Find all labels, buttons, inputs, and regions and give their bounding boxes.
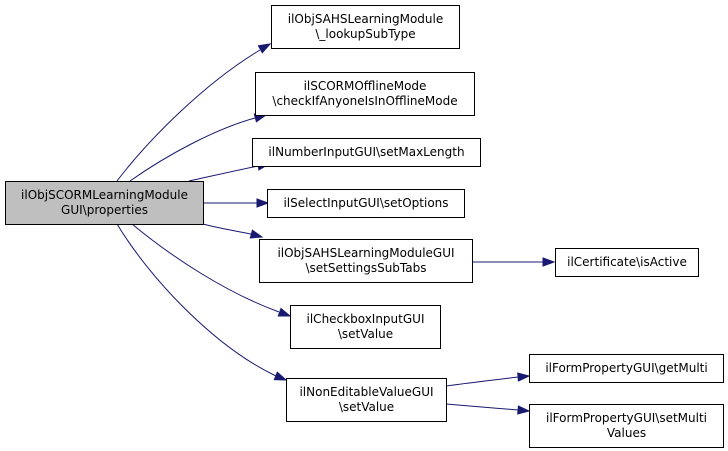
node-sahs_lookup[interactable]: ilObjSAHSLearningModule\_lookupSubType [271, 5, 460, 49]
edge-sahs_gui-to-certificate [472, 257, 556, 267]
edge-line [116, 223, 277, 377]
node-label-line: ilCertificate\isActive [567, 255, 687, 269]
node-box [271, 5, 460, 49]
edge-line [188, 165, 259, 182]
edge-line [445, 403, 519, 411]
node-box [259, 239, 473, 283]
node-label-line: Values [607, 426, 646, 440]
arrowhead-icon [517, 405, 531, 415]
node-label-line: \checkIfAnyoneIsInOfflineMode [272, 94, 457, 108]
node-label-line: \setSettingsSubTabs [305, 261, 426, 275]
edge-line [131, 223, 280, 313]
arrowhead-icon [517, 372, 531, 382]
edge-line [202, 223, 252, 235]
node-label-line: ilCheckboxInputGUI [307, 312, 425, 326]
node-box [529, 404, 724, 448]
arrowhead-icon [256, 198, 270, 208]
edge-root-to-sahs_gui [202, 223, 264, 239]
node-label-line: ilObjSAHSLearningModuleGUI [277, 246, 454, 260]
node-label-line: ilSCORMOfflineMode [304, 79, 427, 93]
node-label-line: ilFormPropertyGUI\getMulti [545, 361, 707, 375]
arrowhead-icon [273, 371, 288, 381]
node-form_getmulti[interactable]: ilFormPropertyGUI\getMulti [529, 354, 724, 383]
edge-noneditable-to-form_setmulti [445, 403, 531, 415]
node-label-line: ilFormPropertyGUI\setMulti [546, 411, 707, 425]
node-label-line: \_lookupSubType [315, 27, 415, 41]
node-label-line: \setValue [338, 327, 393, 341]
node-box [267, 189, 465, 218]
node-label-line: GUI\properties [61, 203, 148, 217]
edge-root-to-noneditable [116, 223, 288, 381]
node-label-line: ilNonEditableValueGUI [299, 385, 433, 399]
node-label-line: ilNumberInputGUI\setMaxLength [268, 145, 464, 159]
node-box [529, 354, 724, 383]
node-box [290, 305, 441, 349]
edge-line [129, 117, 256, 182]
node-box [255, 72, 475, 116]
node-noneditable[interactable]: ilNonEditableValueGUI\setValue [286, 378, 447, 422]
edge-root-to-select_input [203, 198, 270, 208]
arrowhead-icon [249, 229, 264, 239]
node-label-line: ilObjSAHSLearningModule [288, 12, 443, 26]
edge-line [116, 49, 261, 182]
arrowhead-icon [257, 43, 272, 54]
node-box [252, 138, 481, 167]
node-checkbox_input[interactable]: ilCheckboxInputGUI\setValue [290, 305, 441, 349]
arrowhead-icon [277, 307, 292, 317]
arrowhead-icon [542, 257, 556, 267]
node-label-line: ilObjSCORMLearningModule [21, 188, 188, 202]
edge-noneditable-to-form_getmulti [445, 372, 531, 387]
edge-root-to-checkbox_input [131, 223, 292, 317]
edge-root-to-sahs_lookup [116, 43, 272, 182]
node-box [555, 248, 699, 277]
node-scorm_offline[interactable]: ilSCORMOfflineMode\checkIfAnyoneIsInOffl… [255, 72, 475, 116]
node-sahs_gui[interactable]: ilObjSAHSLearningModuleGUI\setSettingsSu… [259, 239, 473, 283]
node-label-line: \setValue [339, 400, 394, 414]
node-box [286, 378, 447, 422]
node-box [5, 181, 204, 225]
node-certificate[interactable]: ilCertificate\isActive [555, 248, 699, 277]
edge-root-to-scorm_offline [129, 113, 268, 182]
node-select_input[interactable]: ilSelectInputGUI\setOptions [267, 189, 465, 218]
node-number_input[interactable]: ilNumberInputGUI\setMaxLength [252, 138, 481, 167]
edge-line [445, 376, 519, 387]
node-label-line: ilSelectInputGUI\setOptions [283, 196, 448, 210]
